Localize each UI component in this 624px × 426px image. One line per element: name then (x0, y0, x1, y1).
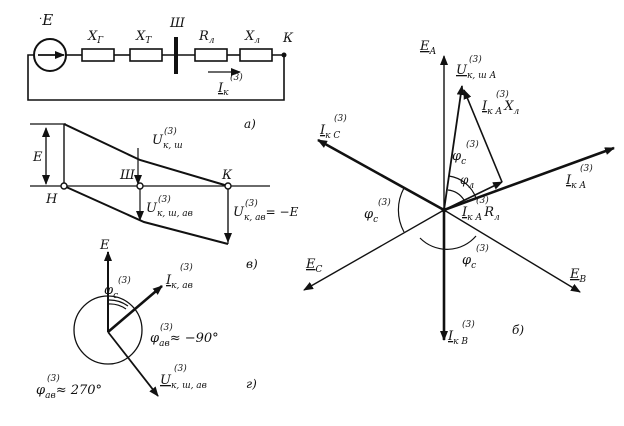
i-karl-phasor (443, 181, 503, 211)
label-u-ksh-sup: (3) (164, 126, 177, 137)
resistor-rl (194, 48, 228, 62)
phi-c-top-arc (448, 175, 477, 199)
label-i-kaxl-sup: (3) (496, 89, 509, 100)
label-u-ksha-sup: (3) (469, 54, 482, 65)
panel-v-voltage-profile: E Н Ш К Uк, ш (3) Uк, ш, ав (3) Uк, ав= … (30, 123, 299, 271)
label-current: Iк (217, 81, 229, 98)
label-phi-c: φс (104, 283, 118, 301)
label-e-c: EС (305, 257, 323, 275)
label-u-kav-sup: (3) (245, 198, 258, 209)
label-e: E (32, 150, 43, 165)
label-phi-c-sup: (3) (118, 275, 131, 286)
node-k-circle (224, 182, 232, 190)
label-current-sup: (3) (230, 72, 243, 83)
label-u-kshav: Uк, ш, ав (160, 373, 207, 391)
label-phi-av1: φав≈ −90° (150, 331, 219, 349)
i-kc-phasor (317, 138, 445, 212)
label-i-kc: Iк С (319, 123, 340, 141)
label-xg: XГ (87, 29, 104, 46)
label-u-kshav-sup: (3) (158, 194, 171, 205)
label-xl: Xл (244, 29, 260, 46)
label-phi-c-top: φс (452, 149, 466, 167)
label-i-kc-sup: (3) (334, 113, 347, 124)
u-ksha-phasor (443, 85, 465, 211)
u-kshav-phasor (107, 331, 159, 397)
label-u-ksha: Uк, ш А (456, 63, 496, 81)
i-ka-phasor (443, 146, 615, 212)
phi-l-arc (447, 189, 465, 201)
label-u-ksh: Uк, ш (152, 133, 183, 151)
lower-voltage-line (63, 185, 229, 245)
e-b-phasor (443, 209, 581, 293)
label-u-kav: Uк, ав= −E (233, 205, 299, 223)
label-phi-l: φл (460, 173, 474, 191)
label-phi-av2: φав≈ 270° (36, 383, 102, 401)
label-phi-c-bottom-sup: (3) (476, 243, 489, 254)
resistor-xt (129, 48, 163, 62)
label-i-ka-sup: (3) (580, 163, 593, 174)
node-sh-circle (136, 182, 144, 190)
node-k-dot (281, 52, 287, 58)
label-node-k: К (221, 168, 233, 183)
label-i-kv: Iк В (447, 329, 468, 347)
label-phi-c-left-sup: (3) (378, 197, 391, 208)
label-bus: Ш (169, 16, 186, 31)
label-i-kav-sup: (3) (180, 262, 193, 273)
label-e: E (99, 238, 110, 253)
label-node-n: Н (45, 192, 58, 207)
label-phi-av2-sup: (3) (47, 373, 60, 384)
label-e-a: EА (419, 39, 437, 57)
panel-b-tag: б) (512, 323, 524, 337)
label-phi-c-bottom: φс (462, 253, 476, 271)
label-xt: XТ (135, 29, 152, 46)
label-i-kav: Iк, ав (165, 273, 193, 291)
source-label: ·E (39, 11, 53, 29)
phi-c-left-arc (397, 187, 405, 233)
panel-g-phasor: E φс (3) Iк, ав (3) φав≈ −90° (3) φав≈ 2… (36, 238, 257, 401)
i-kav-phasor (107, 285, 163, 333)
phi-c-bottom-arc (419, 235, 477, 250)
label-u-kshav: Uк, ш, ав (146, 201, 193, 219)
label-i-ka: Iк А (565, 173, 586, 191)
resistor-xg (81, 48, 115, 62)
phi-c-arc (107, 299, 129, 307)
panel-a-tag: а) (244, 117, 256, 131)
node-n-circle (60, 182, 68, 190)
origin-dot (441, 207, 447, 213)
upper-voltage-line (63, 123, 229, 187)
resistor-xl (239, 48, 273, 62)
panel-v-tag: в) (246, 257, 258, 271)
label-phi-av1-sup: (3) (160, 322, 173, 333)
label-phi-c-top-sup: (3) (466, 139, 479, 150)
panel-g-tag: г) (246, 377, 257, 391)
label-node-sh: Ш (119, 168, 136, 183)
panel-a-circuit: ·E XГ XТ Ш Rл Xл К (3) Iк а) (27, 11, 294, 131)
label-rl: Rл (198, 29, 215, 46)
i-kaxl-phasor (463, 89, 503, 183)
label-phi-c-left: φс (364, 207, 378, 225)
e-c-phasor (303, 209, 445, 291)
label-i-kv-sup: (3) (462, 319, 475, 330)
label-e-b: EВ (569, 267, 587, 285)
label-i-karl-sup: (3) (476, 195, 489, 206)
phi-c-arc-2 (107, 303, 127, 310)
label-u-kshav-sup: (3) (174, 363, 187, 374)
label-node-k: К (282, 31, 294, 46)
